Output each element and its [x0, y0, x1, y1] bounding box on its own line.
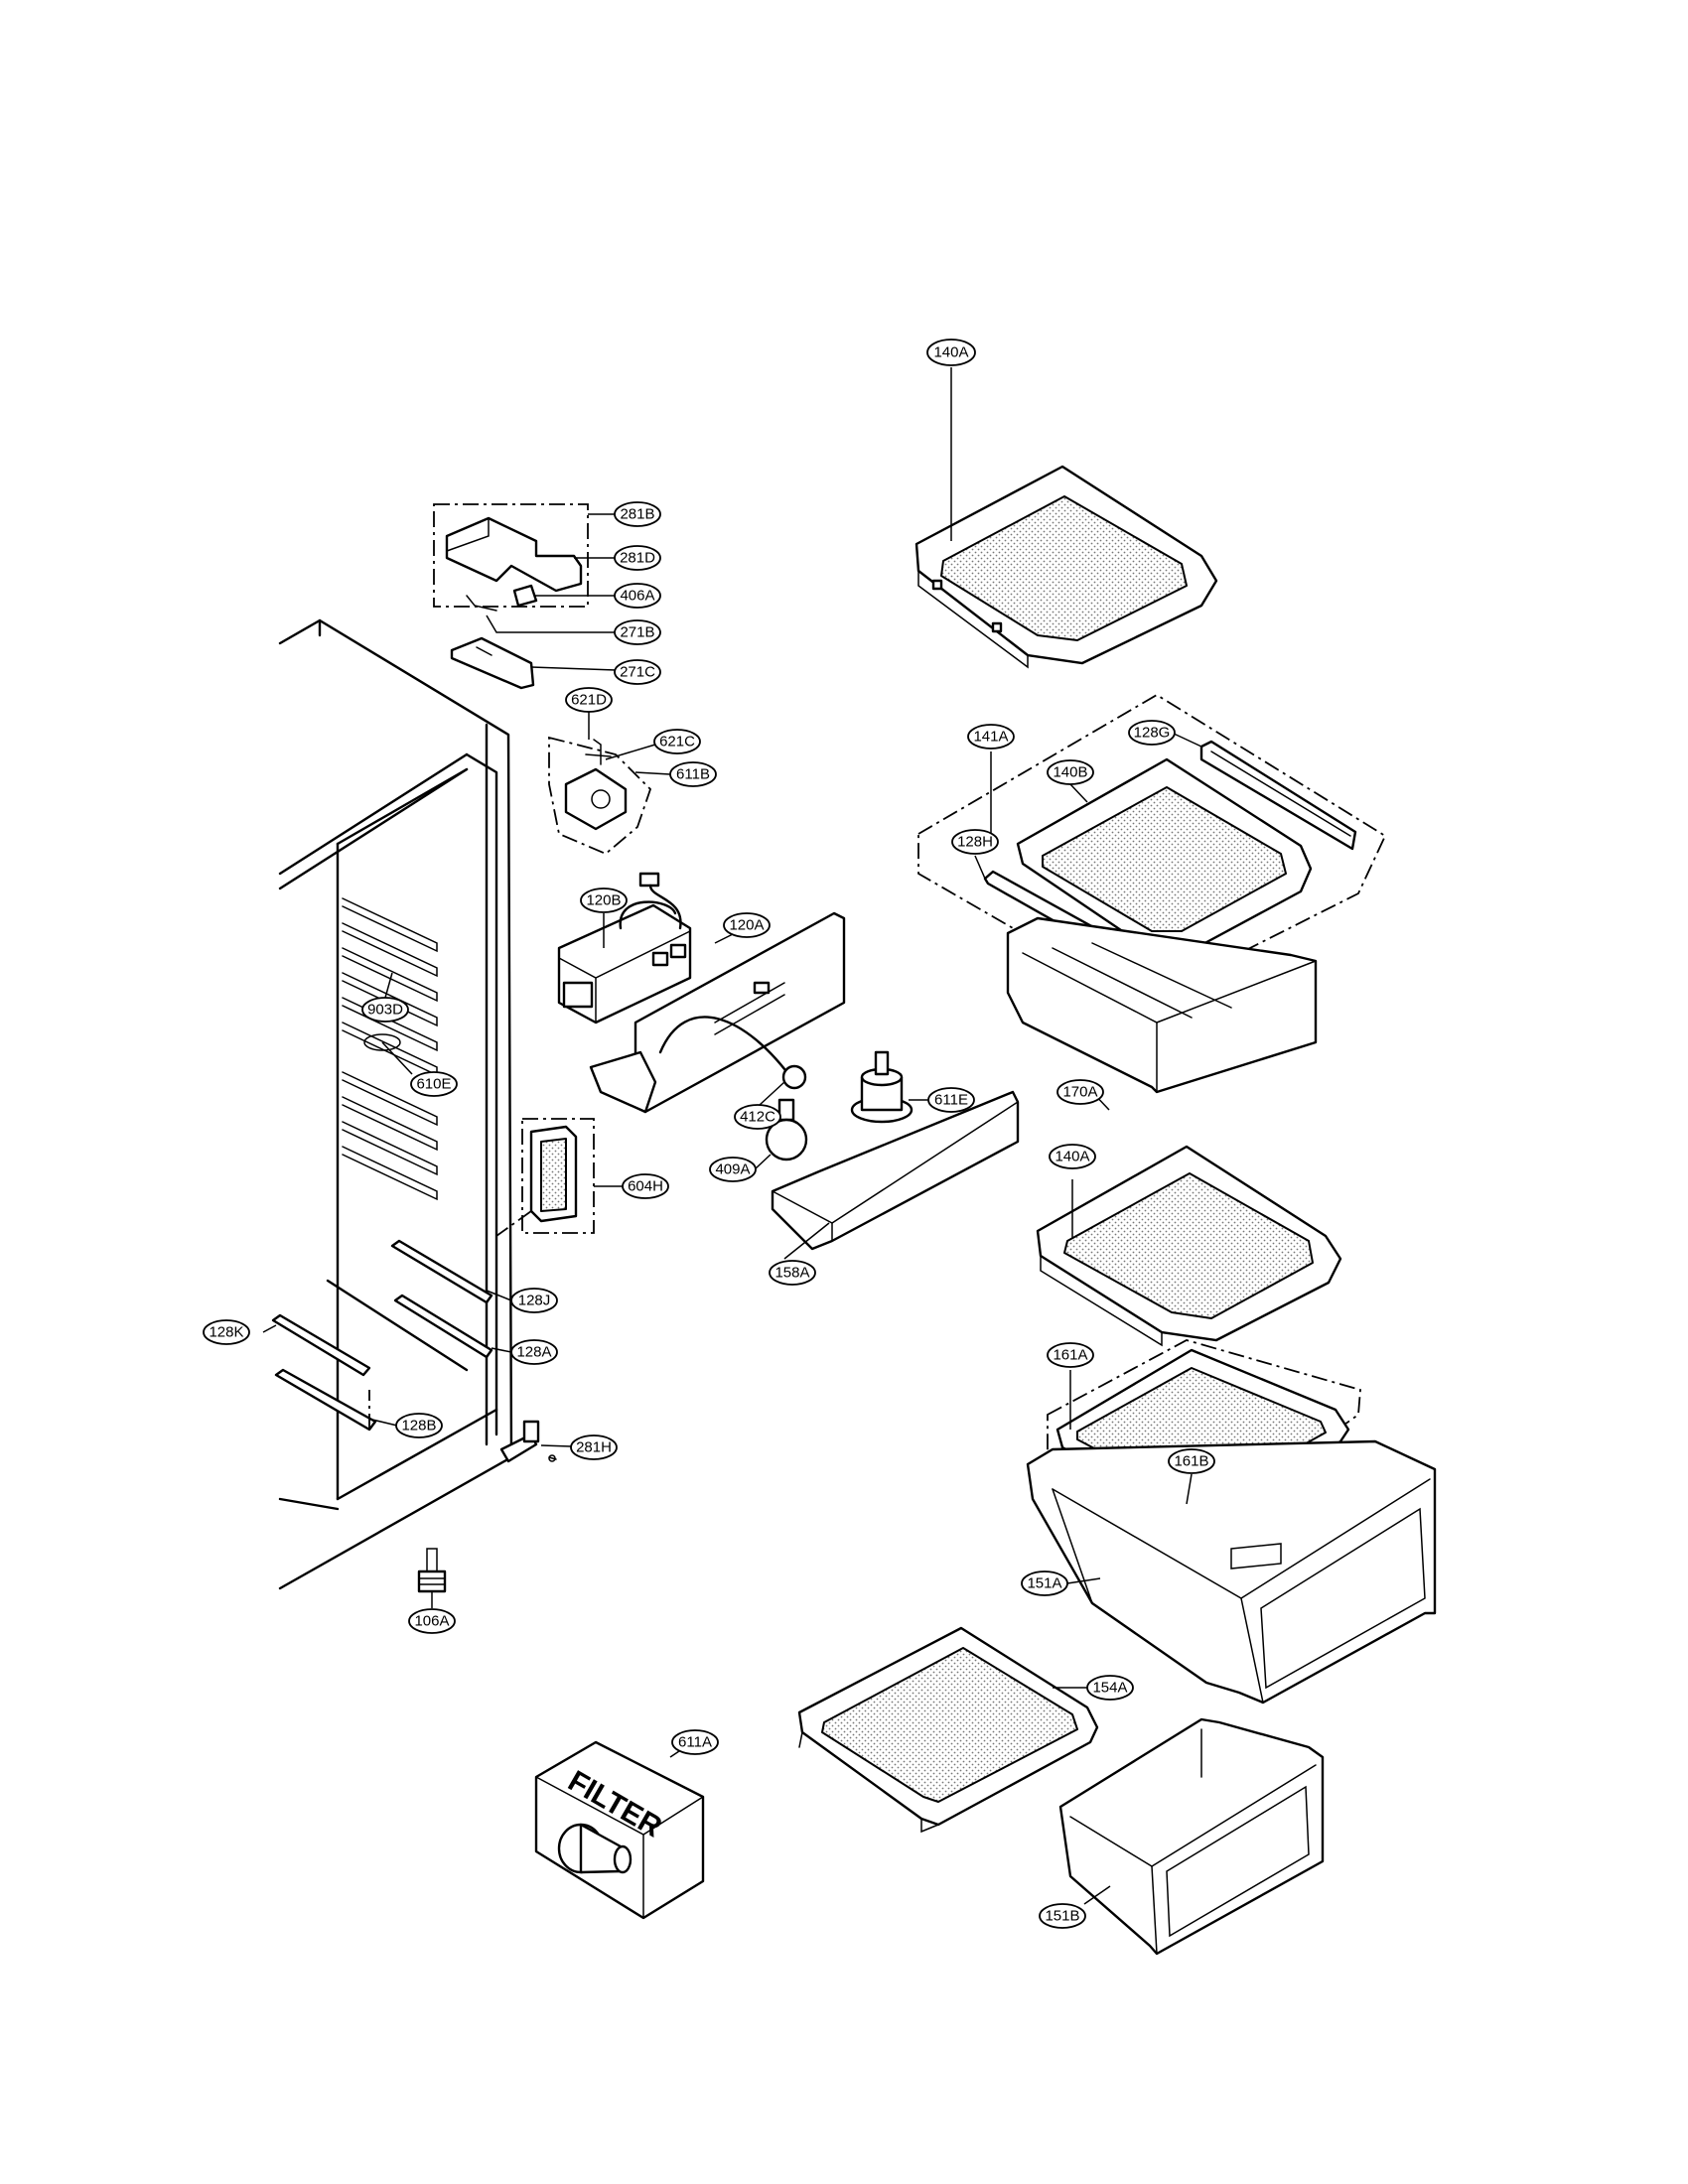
leveling-foot — [417, 1548, 447, 1593]
svg-text:409A: 409A — [715, 1161, 750, 1178]
callout-611B: 611B — [669, 761, 717, 787]
fridge-cabinet — [278, 618, 557, 1593]
callout-158A: 158A — [769, 1260, 816, 1286]
callout-161B: 161B — [1168, 1448, 1215, 1474]
light-switch-hole — [363, 1033, 401, 1051]
callout-621C: 621C — [653, 729, 701, 754]
callout-141A: 141A — [967, 724, 1015, 750]
svg-text:281H: 281H — [576, 1439, 612, 1456]
drawer-151B — [1058, 1717, 1325, 1956]
callout-128H: 128H — [951, 829, 999, 855]
callout-128A: 128A — [510, 1339, 558, 1365]
svg-text:271C: 271C — [620, 664, 655, 681]
svg-text:621D: 621D — [571, 692, 607, 709]
svg-text:170A: 170A — [1062, 1084, 1097, 1101]
callout-621D: 621D — [565, 687, 613, 713]
svg-text:106A: 106A — [414, 1613, 449, 1630]
callout-140A-mid: 140A — [1049, 1144, 1096, 1169]
callout-140A-top: 140A — [926, 339, 976, 366]
svg-text:120A: 120A — [729, 917, 764, 934]
svg-text:406A: 406A — [620, 588, 654, 605]
svg-text:141A: 141A — [973, 729, 1008, 746]
callout-281B: 281B — [614, 501, 661, 527]
callout-128J: 128J — [510, 1288, 558, 1313]
damper-group — [548, 736, 652, 856]
shelf-rails — [342, 897, 438, 1201]
svg-text:610E: 610E — [416, 1076, 451, 1093]
svg-text:611A: 611A — [678, 1734, 712, 1751]
callout-281H: 281H — [570, 1434, 618, 1460]
callout-128K: 128K — [203, 1319, 250, 1345]
svg-text:128H: 128H — [957, 834, 993, 851]
leader-lines — [262, 367, 1202, 1905]
svg-text:128A: 128A — [516, 1344, 551, 1361]
svg-text:120B: 120B — [586, 892, 621, 909]
callout-128G: 128G — [1128, 720, 1176, 746]
callout-106A: 106A — [408, 1608, 456, 1634]
svg-text:158A: 158A — [774, 1265, 809, 1282]
svg-text:128K: 128K — [209, 1324, 243, 1341]
callout-161A: 161A — [1047, 1342, 1094, 1368]
lamp-cover — [771, 1090, 1020, 1251]
callout-154A: 154A — [1086, 1675, 1134, 1701]
callout-271B: 271B — [614, 619, 661, 645]
grille-group — [495, 1118, 595, 1237]
lower-hinge — [499, 1420, 557, 1463]
callout-120B: 120B — [580, 887, 628, 913]
svg-text:611E: 611E — [934, 1092, 968, 1109]
svg-text:903D: 903D — [367, 1002, 403, 1019]
svg-text:154A: 154A — [1092, 1680, 1127, 1697]
shelf-154A — [797, 1626, 1099, 1834]
svg-text:271B: 271B — [620, 624, 654, 641]
callout-271C: 271C — [614, 659, 661, 685]
svg-text:140A: 140A — [933, 344, 968, 361]
callout-610E: 610E — [410, 1071, 458, 1097]
callout-170A: 170A — [1056, 1079, 1104, 1105]
callout-151A: 151A — [1021, 1570, 1068, 1596]
callout-409A: 409A — [709, 1157, 757, 1182]
callout-611A: 611A — [671, 1729, 719, 1755]
shelf-140A-mid — [1036, 1145, 1342, 1347]
svg-text:151A: 151A — [1027, 1575, 1061, 1592]
door-bin-rails — [271, 1239, 493, 1432]
svg-text:161A: 161A — [1053, 1347, 1087, 1364]
callout-604H: 604H — [622, 1173, 669, 1199]
svg-text:412C: 412C — [740, 1109, 775, 1126]
callout-406A: 406A — [614, 583, 661, 609]
drawer-151A — [1026, 1439, 1437, 1705]
svg-text:611B: 611B — [676, 766, 710, 783]
svg-text:621C: 621C — [659, 734, 695, 751]
svg-text:140B: 140B — [1053, 764, 1087, 781]
svg-text:151B: 151B — [1045, 1908, 1079, 1925]
callout-412C: 412C — [734, 1104, 781, 1130]
svg-text:281B: 281B — [620, 506, 654, 523]
lamp-bulb — [765, 1098, 808, 1161]
control-housing — [557, 872, 692, 1024]
filter-box-611A: FILTER — [534, 1740, 705, 1920]
svg-text:128G: 128G — [1134, 725, 1171, 742]
svg-text:281D: 281D — [620, 550, 655, 567]
svg-text:128B: 128B — [401, 1418, 436, 1434]
callout-903D: 903D — [361, 997, 409, 1023]
callout-611E: 611E — [927, 1087, 975, 1113]
callout-120A: 120A — [723, 912, 771, 938]
svg-text:161B: 161B — [1174, 1453, 1208, 1470]
svg-text:128J: 128J — [518, 1293, 551, 1309]
top-housing-group — [433, 503, 589, 690]
lamp-bracket — [589, 911, 846, 1114]
callout-140B: 140B — [1047, 759, 1094, 785]
crisper-170A — [1006, 916, 1318, 1094]
svg-text:604H: 604H — [628, 1178, 663, 1195]
callout-151B: 151B — [1039, 1903, 1086, 1929]
callout-128B: 128B — [395, 1413, 443, 1438]
callout-281D: 281D — [614, 545, 661, 571]
shelf-group-141A — [917, 693, 1387, 1005]
shelf-140A-top — [914, 465, 1218, 669]
damper-knob — [850, 1050, 914, 1124]
svg-text:140A: 140A — [1055, 1149, 1089, 1165]
